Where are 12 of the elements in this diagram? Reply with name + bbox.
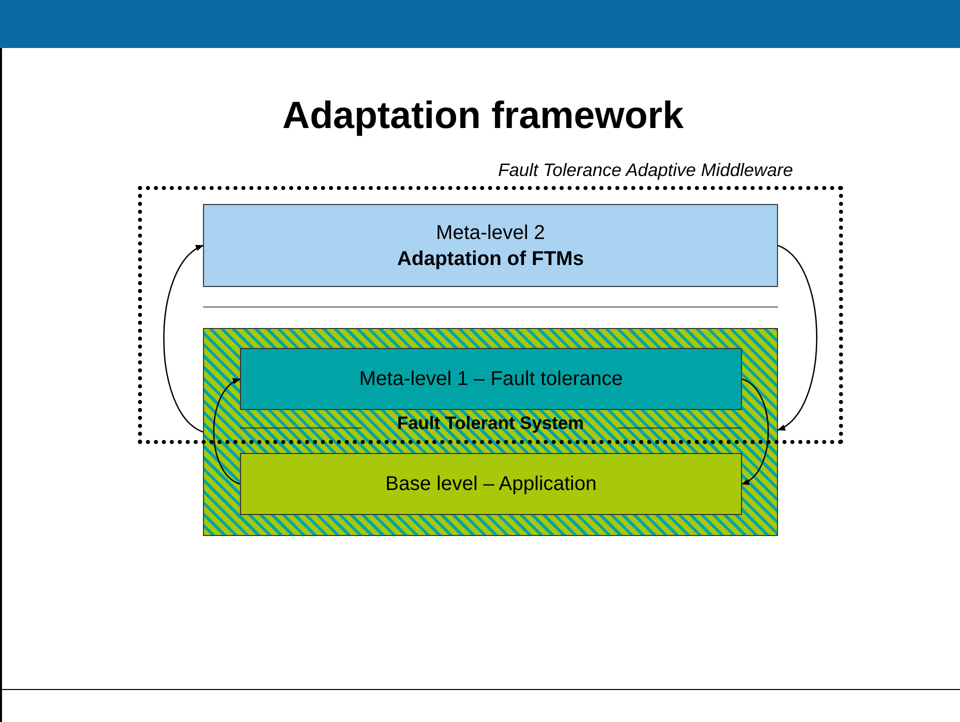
curved-arrow: [777, 244, 818, 431]
layer-box: [203, 204, 778, 287]
layer-name: Meta-level 2: [435, 220, 546, 246]
group-heading: Fault Tolerance Adaptive Middleware: [498, 160, 793, 181]
layer-box: [240, 453, 742, 515]
layer-name: Base level – Application: [384, 472, 598, 497]
layer-name: Meta-level 1 – Fault tolerance: [358, 367, 624, 392]
layer-description: Adaptation of FTMs: [396, 246, 585, 272]
title: Adaptation framework: [281, 95, 685, 138]
curved-arrow: [163, 244, 204, 433]
layer-box: [240, 348, 742, 410]
curved-arrow: [741, 378, 769, 485]
